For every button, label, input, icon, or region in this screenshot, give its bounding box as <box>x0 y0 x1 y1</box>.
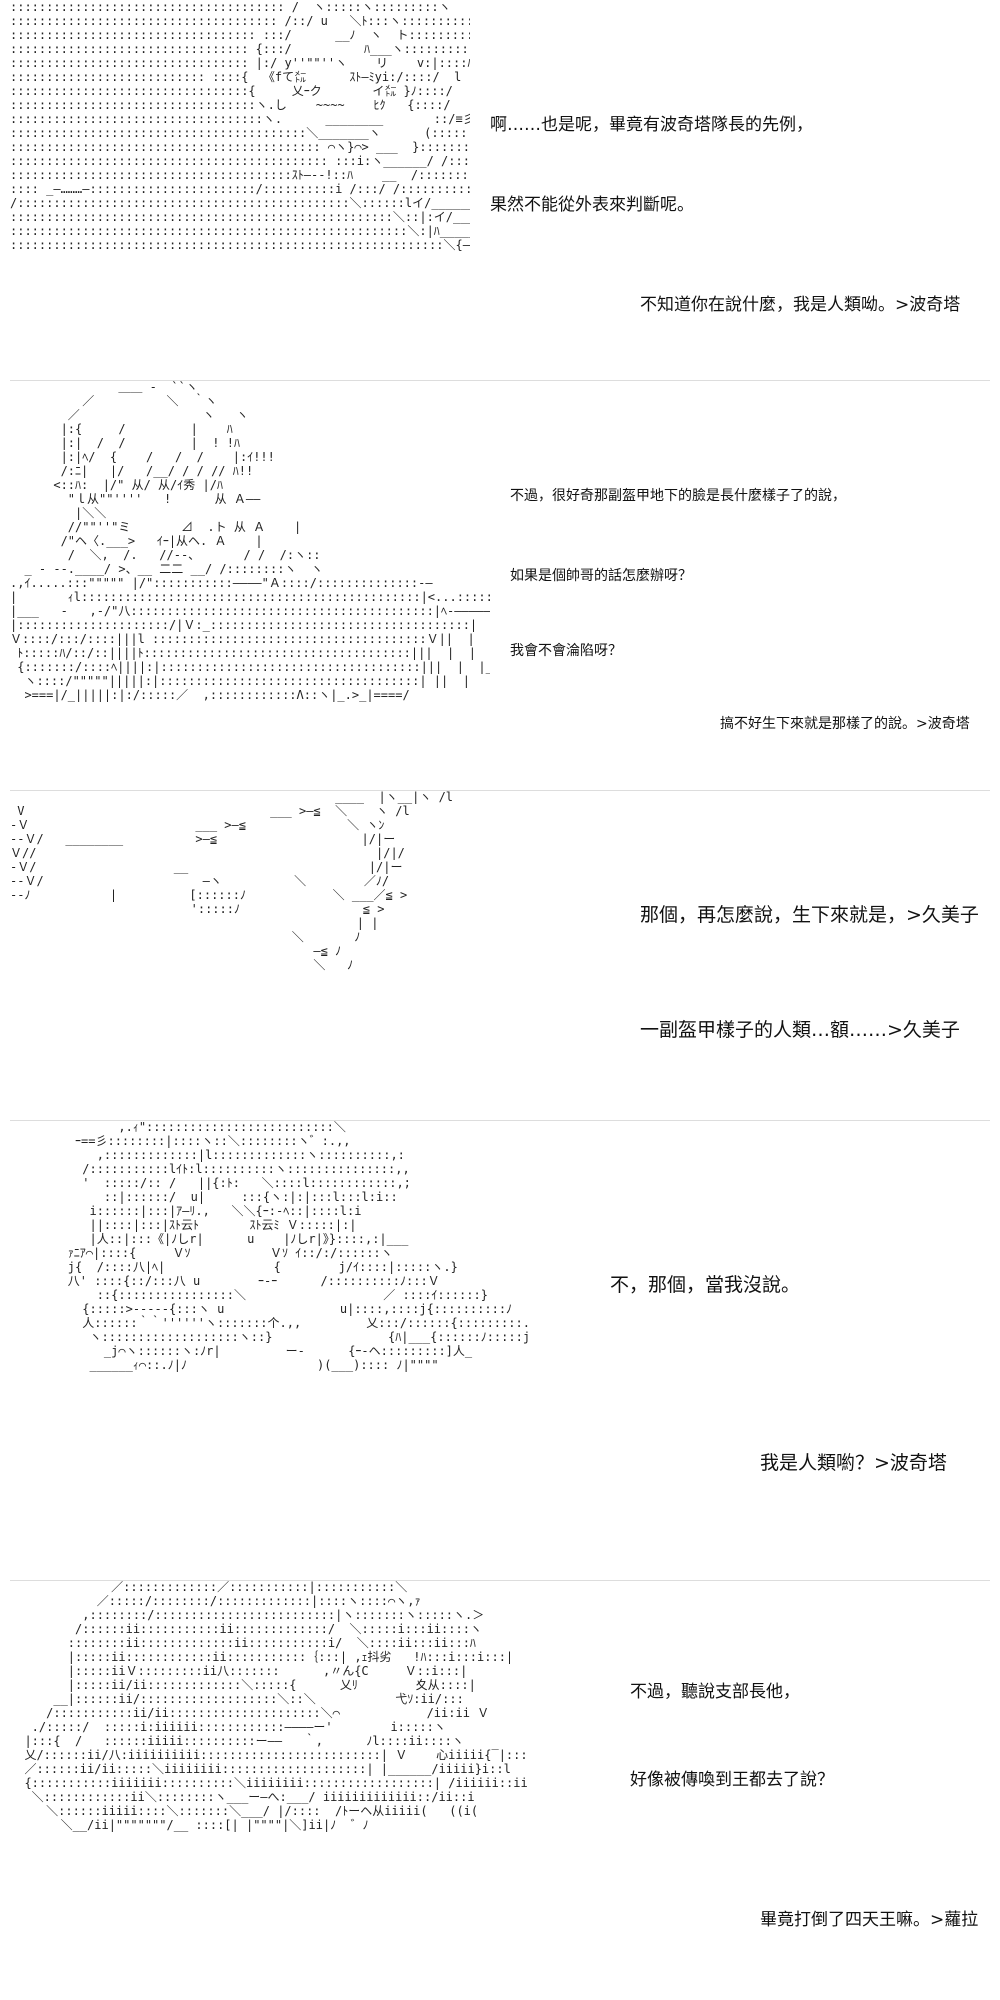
dialogue-line: 搞不好生下來就是那樣了的說。>波奇塔 <box>720 716 970 732</box>
dialogue-line: 好像被傳喚到王都去了說？ <box>630 1770 834 1790</box>
panel-5: ／:::::::::::::／:::::::::::|:::::::::::＼ … <box>10 1580 990 2000</box>
dialogue-line: 那個，再怎麼說，生下來就是，>久美子 <box>640 904 979 926</box>
dialogue-line: 不過，聽說支部長他， <box>630 1682 800 1702</box>
dialogue-line: 我會不會淪陷呀？ <box>510 643 622 659</box>
panel-1: :::::::::::::::::::::::::::::::::::::: /… <box>10 0 990 381</box>
dialogue-line: 如果是個帥哥的話怎麼辦呀？ <box>510 568 692 584</box>
panel-2: ＿＿ ‐ ``ヽ ／ ＼ ｀ヽ ／ ヽ ヽ |:{ / | ﾊ |:| / / … <box>10 380 990 791</box>
dialogue-line: 畢竟打倒了四天王嘛。>蘿拉 <box>760 1910 979 1930</box>
dialogue-line: 啊……也是呢，畢竟有波奇塔隊長的先例， <box>490 115 813 135</box>
ascii-art: ／:::::::::::::／:::::::::::|:::::::::::＼ … <box>24 1580 530 1832</box>
ascii-art: :::::::::::::::::::::::::::::::::::::: /… <box>10 0 470 252</box>
dialogue-line: 果然不能從外表來判斷呢。 <box>490 195 694 215</box>
ascii-art: ,.ｨ"::::::::::::::::::::::::::＼ ｰ==彡::::… <box>67 1120 530 1372</box>
panel-3: ____ |ヽ__|ヽ /l V ___ >―≦ ＼ ヽ /l -Ｖ ___ >… <box>10 790 990 1121</box>
dialogue-line: 不知道你在說什麼，我是人類呦。>波奇塔 <box>640 295 961 315</box>
ascii-art: ＿＿ ‐ ``ヽ ／ ＼ ｀ヽ ／ ヽ ヽ |:{ / | ﾊ |:| / / … <box>10 380 490 702</box>
dialogue-line: 我是人類喲？>波奇塔 <box>760 1452 947 1474</box>
dialogue-line: 不，那個，當我沒說。 <box>610 1274 801 1296</box>
panel-4: ,.ｨ"::::::::::::::::::::::::::＼ ｰ==彡::::… <box>10 1120 990 1581</box>
dialogue-line: 不過，很好奇那副盔甲地下的臉是長什麼樣子了的說， <box>510 488 846 504</box>
ascii-art: ____ |ヽ__|ヽ /l V ___ >―≦ ＼ ヽ /l -Ｖ ___ >… <box>10 790 454 972</box>
dialogue-line: 一副盔甲樣子的人類…額……>久美子 <box>640 1019 960 1041</box>
